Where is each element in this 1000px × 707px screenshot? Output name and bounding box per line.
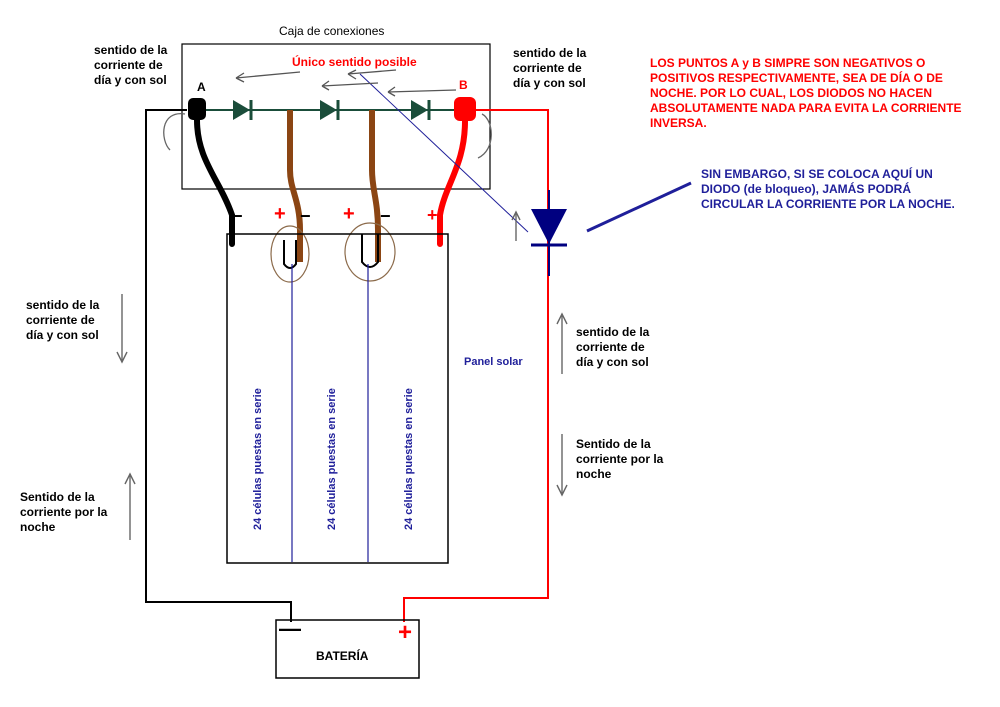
label-day-current-top-right: sentido de la corriente de día y con sol — [513, 46, 587, 90]
polarity-minus-1: − — [232, 206, 243, 226]
junction-box — [181, 43, 491, 190]
polarity-plus-3: + — [427, 205, 438, 225]
only-direction-pointer — [359, 73, 529, 233]
curve-arrow-right — [477, 113, 492, 159]
bypass-diode-2 — [320, 100, 340, 120]
loop-highlight-1 — [270, 225, 310, 283]
string-loop-2 — [361, 234, 379, 268]
battery-body — [275, 619, 420, 679]
polarity-minus-2: − — [300, 206, 311, 226]
only-direction-label: Único sentido posible — [292, 55, 417, 69]
junction-box-title: Caja de conexiones — [279, 24, 385, 38]
loop-highlight-2 — [344, 222, 396, 282]
polarity-plus-1: + — [274, 203, 286, 225]
point-b-label: B — [459, 78, 468, 92]
blocking-diode-pointer — [586, 181, 692, 233]
string-label-1: 24 células puestas en serie — [252, 388, 264, 530]
battery-plus: + — [398, 619, 413, 646]
label-day-current-left: sentido de la corriente de día y con sol — [26, 298, 100, 342]
polarity-plus-2: + — [343, 203, 355, 225]
string-lead-1 — [287, 110, 303, 262]
arrow-day-left — [116, 294, 128, 364]
arrow-day-right — [556, 312, 568, 374]
terminal-a — [188, 98, 206, 120]
string-loop-1 — [283, 240, 297, 269]
negative-lead — [194, 117, 235, 247]
box-current-arrows — [235, 69, 457, 97]
point-a-label: A — [197, 80, 206, 94]
note-blue: SIN EMBARGO, SI SE COLOCA AQUÍ UN DIODO … — [701, 167, 955, 211]
string-label-3: 24 células puestas en serie — [403, 388, 415, 530]
label-day-current-top-left: sentido de la corriente de día y con sol — [94, 43, 168, 87]
positive-wire — [403, 109, 549, 622]
panel-label: Panel solar — [464, 356, 523, 368]
arrow-night-left — [124, 472, 136, 540]
polarity-minus-3: − — [380, 206, 391, 226]
negative-wire — [145, 109, 292, 622]
bypass-diode-3 — [411, 100, 431, 120]
battery-minus: — — [279, 616, 301, 641]
positive-lead — [437, 118, 468, 247]
label-day-current-right: sentido de la corriente de día y con sol — [576, 325, 650, 369]
arrow-diode-up — [511, 210, 521, 241]
label-night-current-left: Sentido de la corriente por la noche — [20, 490, 108, 534]
blocking-diode — [531, 190, 567, 276]
arrow-night-right — [556, 434, 568, 497]
solar-panel — [226, 233, 449, 564]
note-red: LOS PUNTOS A y B SIMPRE SON NEGATIVOS O … — [650, 56, 962, 130]
curve-arrow-left — [163, 113, 186, 151]
bypass-diode-1 — [233, 100, 253, 120]
terminal-b — [454, 97, 476, 121]
battery-label: BATERÍA — [316, 649, 369, 663]
string-label-2: 24 células puestas en serie — [326, 388, 338, 530]
string-lead-2 — [369, 110, 381, 262]
label-night-current-right: Sentido de la corriente por la noche — [576, 437, 664, 481]
